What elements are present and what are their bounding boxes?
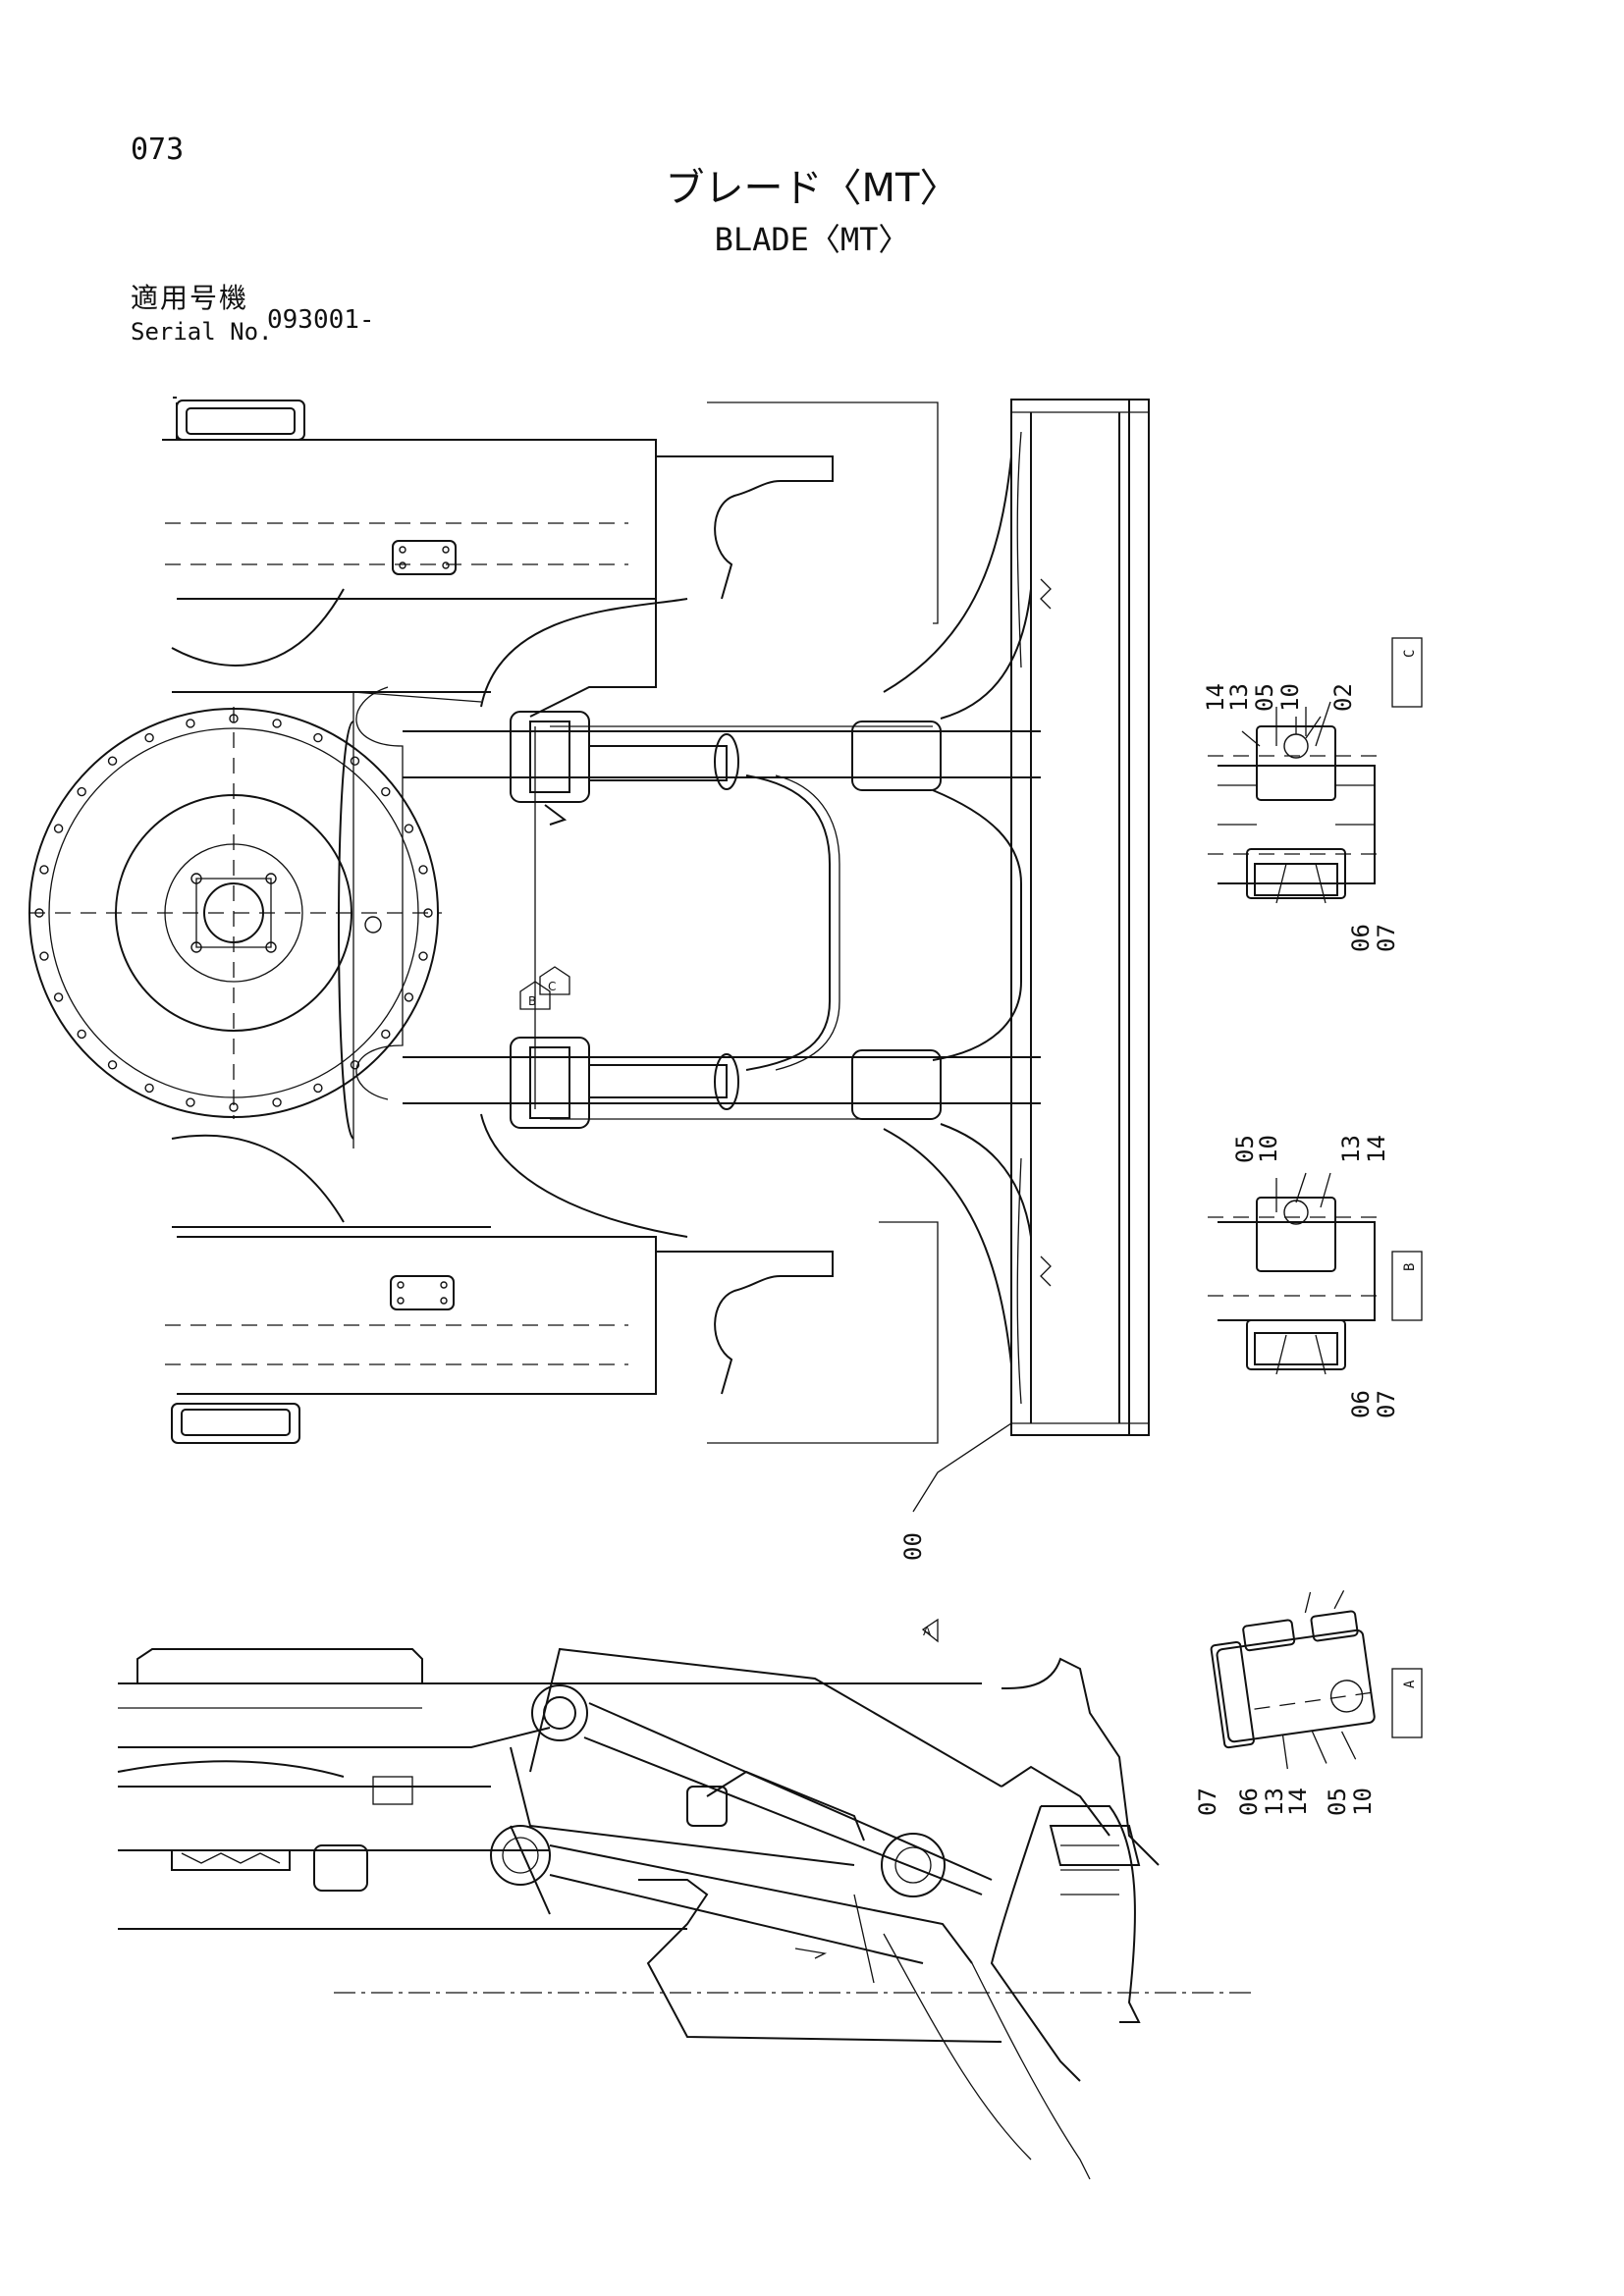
name-plate-lower (390, 1275, 455, 1310)
bearing-bolt (350, 1060, 360, 1070)
bearing-bolt (144, 732, 154, 743)
serial-label-japanese: 適用号機 (131, 282, 249, 314)
bearing-bolt (53, 992, 64, 1002)
bearing-bolt (313, 1083, 323, 1094)
callout-10: 10 (1255, 1135, 1282, 1163)
bearing-bolt (272, 1097, 282, 1107)
callout-05: 05 (1231, 1135, 1259, 1163)
blade-arms (403, 588, 1041, 1238)
pivot-pin-lower (881, 1833, 946, 1897)
pin-boss-lower (510, 1037, 590, 1129)
callout-06: 06 (1235, 1788, 1263, 1816)
view-marker-a: A (923, 1625, 932, 1638)
bearing-bolt (107, 1060, 118, 1070)
callout-14: 14 (1284, 1788, 1312, 1816)
grab-handle-upper (176, 400, 305, 441)
callout-14: 14 (1202, 683, 1229, 712)
bearing-bolt (418, 865, 428, 875)
page-number: 073 (131, 133, 185, 167)
bearing-bolt (77, 786, 86, 797)
bearing-bolt (39, 865, 49, 875)
bearing-bolt (313, 732, 323, 743)
callout-14: 14 (1363, 1135, 1390, 1163)
bearing-bolt (272, 719, 282, 728)
callout-06: 06 (1347, 1390, 1375, 1418)
svg-text:B: B (528, 994, 536, 1008)
bearing-bolt (404, 992, 414, 1002)
section-b-tag: B (1402, 1263, 1418, 1271)
callout-07: 07 (1194, 1788, 1221, 1816)
callout-06: 06 (1347, 924, 1375, 952)
swing-bearing (28, 707, 442, 1119)
pivot-pin-upper (531, 1684, 588, 1741)
bearing-bolt (144, 1083, 154, 1094)
side-view: A (117, 1618, 1257, 2180)
bearing-bolt (350, 756, 360, 766)
callout-00-leader (912, 1422, 1012, 1513)
callout-13: 13 (1337, 1135, 1365, 1163)
section-c-tag: C (1402, 650, 1418, 658)
callout-05: 05 (1324, 1788, 1351, 1816)
callout-13: 13 (1261, 1788, 1288, 1816)
bearing-bolt (418, 951, 428, 961)
bearing-bolt (77, 1029, 86, 1040)
name-plate-upper (392, 540, 457, 575)
callout-10: 10 (1349, 1788, 1377, 1816)
callout-07: 07 (1373, 1390, 1400, 1418)
grab-handle-lower (171, 1403, 300, 1444)
bearing-bolt (107, 756, 118, 766)
boom-lower (529, 1647, 1002, 1788)
svg-text:C: C (548, 980, 556, 993)
callout-00: 00 (899, 1532, 927, 1561)
bearing-bolt (186, 1097, 195, 1107)
blade-body (883, 399, 1150, 1436)
center-frame (338, 598, 933, 1238)
pin-boss-upper (510, 711, 590, 803)
view-marker-c: C (539, 966, 570, 995)
callout-05: 05 (1251, 683, 1278, 712)
view-marker-b: B (519, 981, 551, 1010)
bearing-bolt (404, 824, 414, 833)
plan-view: B C 00 (28, 397, 1150, 1561)
callout-13: 13 (1225, 683, 1253, 712)
section-a-tag: A (1402, 1680, 1418, 1688)
callout-07: 07 (1373, 924, 1400, 952)
bearing-bolt (381, 786, 391, 797)
counterweight (136, 1648, 423, 1684)
serial-label-english: Serial No. (131, 318, 273, 346)
bearing-bolt (381, 1029, 391, 1040)
page-title-english: BLADE〈MT〉 (714, 221, 910, 258)
lower-track-frame (165, 1134, 939, 1444)
callout-02: 02 (1329, 683, 1357, 712)
serial-number-value: 093001- (267, 305, 375, 335)
bearing-bolt (186, 719, 195, 728)
callout-10: 10 (1276, 683, 1304, 712)
page-title-japanese: ブレード〈MT〉 (665, 166, 959, 211)
bearing-bolt (39, 951, 49, 961)
upper-track-frame (162, 397, 939, 718)
bearing-bolt (53, 824, 64, 833)
